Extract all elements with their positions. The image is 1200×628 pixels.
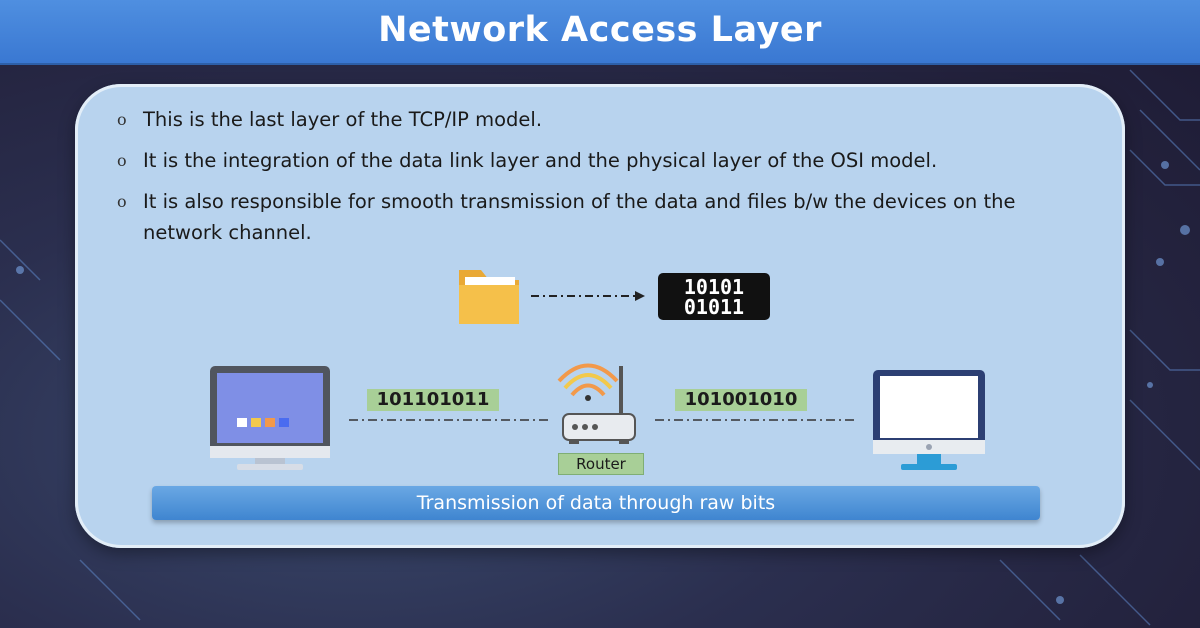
bullet-item: o It is the integration of the data link…: [117, 145, 1097, 176]
bits-label-left: 101101011: [367, 389, 499, 411]
desktop-monitor-icon: [210, 366, 330, 470]
folder-icon: [459, 270, 519, 324]
bullet-mark: o: [117, 151, 127, 170]
bullet-mark: o: [117, 110, 127, 129]
title-bar: Network Access Layer: [0, 0, 1200, 65]
bullet-item: o This is the last layer of the TCP/IP m…: [117, 104, 1097, 135]
binary-icon: 10101 01011: [658, 273, 770, 320]
caption-bar: Transmission of data through raw bits: [152, 486, 1040, 520]
bits-label-right: 101001010: [675, 389, 807, 411]
network-diagram: 10101 01011: [210, 270, 985, 470]
bullet-item: o It is also responsible for smooth tran…: [117, 186, 1097, 248]
bullet-text: It is the integration of the data link l…: [143, 149, 938, 172]
page-title: Network Access Layer: [378, 10, 822, 50]
bullet-mark: o: [117, 192, 127, 211]
binary-line-1: 10101: [684, 275, 744, 299]
router-icon: [557, 363, 636, 444]
router-label: Router: [558, 453, 644, 475]
bullet-list: o This is the last layer of the TCP/IP m…: [117, 104, 1097, 258]
arrow-icon: [531, 291, 645, 301]
monitor-icon: [873, 370, 985, 470]
bullet-text: This is the last layer of the TCP/IP mod…: [143, 108, 543, 131]
bullet-text: It is also responsible for smooth transm…: [143, 190, 1016, 244]
binary-line-2: 01011: [684, 295, 744, 319]
content-panel: o This is the last layer of the TCP/IP m…: [75, 84, 1125, 548]
